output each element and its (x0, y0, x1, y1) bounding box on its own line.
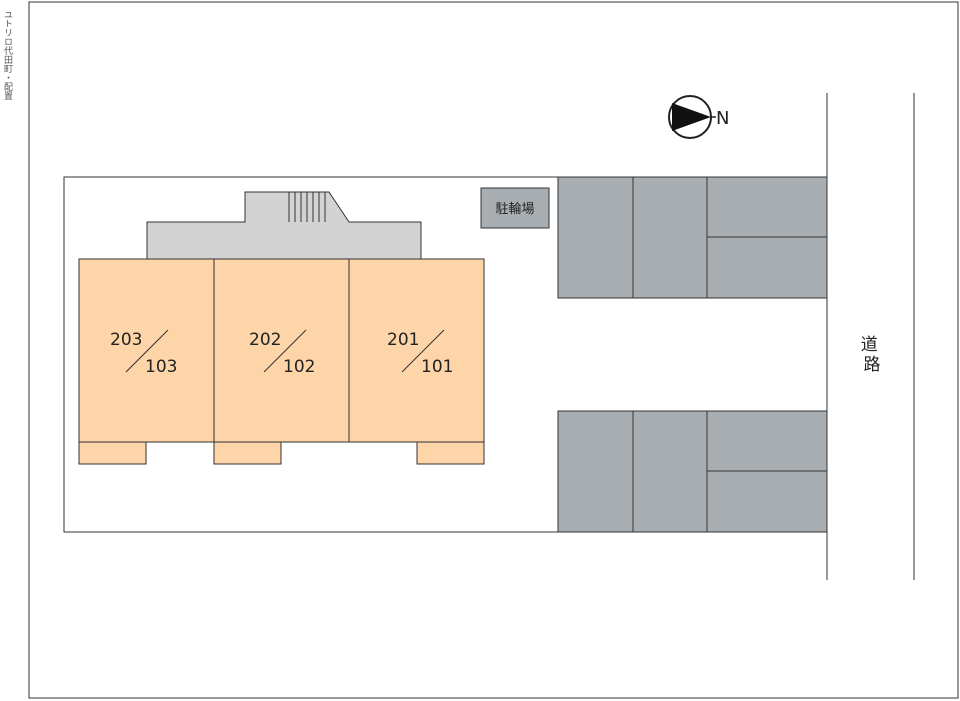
unit-label-1: 203 103 (110, 329, 177, 377)
north-label: N (716, 108, 729, 129)
building-block (78, 258, 485, 443)
balcony (416, 441, 485, 465)
site-boundary (63, 176, 827, 533)
outer-frame (28, 1, 959, 699)
unit-label-2: 202 102 (249, 329, 315, 377)
unit-upper: 203 (110, 330, 142, 350)
north-compass-icon (668, 95, 716, 139)
unit-lower: 102 (283, 357, 315, 377)
parking-lot-upper (557, 176, 828, 299)
road-label: 道 路 (861, 335, 883, 375)
unit-label-3: 201 101 (387, 329, 453, 377)
unit-upper: 201 (387, 330, 419, 350)
bicycle-parking (480, 187, 550, 229)
unit-upper: 202 (249, 330, 281, 350)
parking-lot-lower (557, 410, 828, 533)
side-caption: ユトリロ代田町・配置 (2, 10, 12, 100)
common-corridor (146, 191, 422, 260)
staircase (288, 192, 326, 222)
balcony (213, 441, 282, 465)
unit-lower: 103 (145, 357, 177, 377)
bicycle-parking-label: 駐輪場 (495, 201, 534, 217)
balcony (78, 441, 147, 465)
unit-lower: 101 (421, 357, 453, 377)
